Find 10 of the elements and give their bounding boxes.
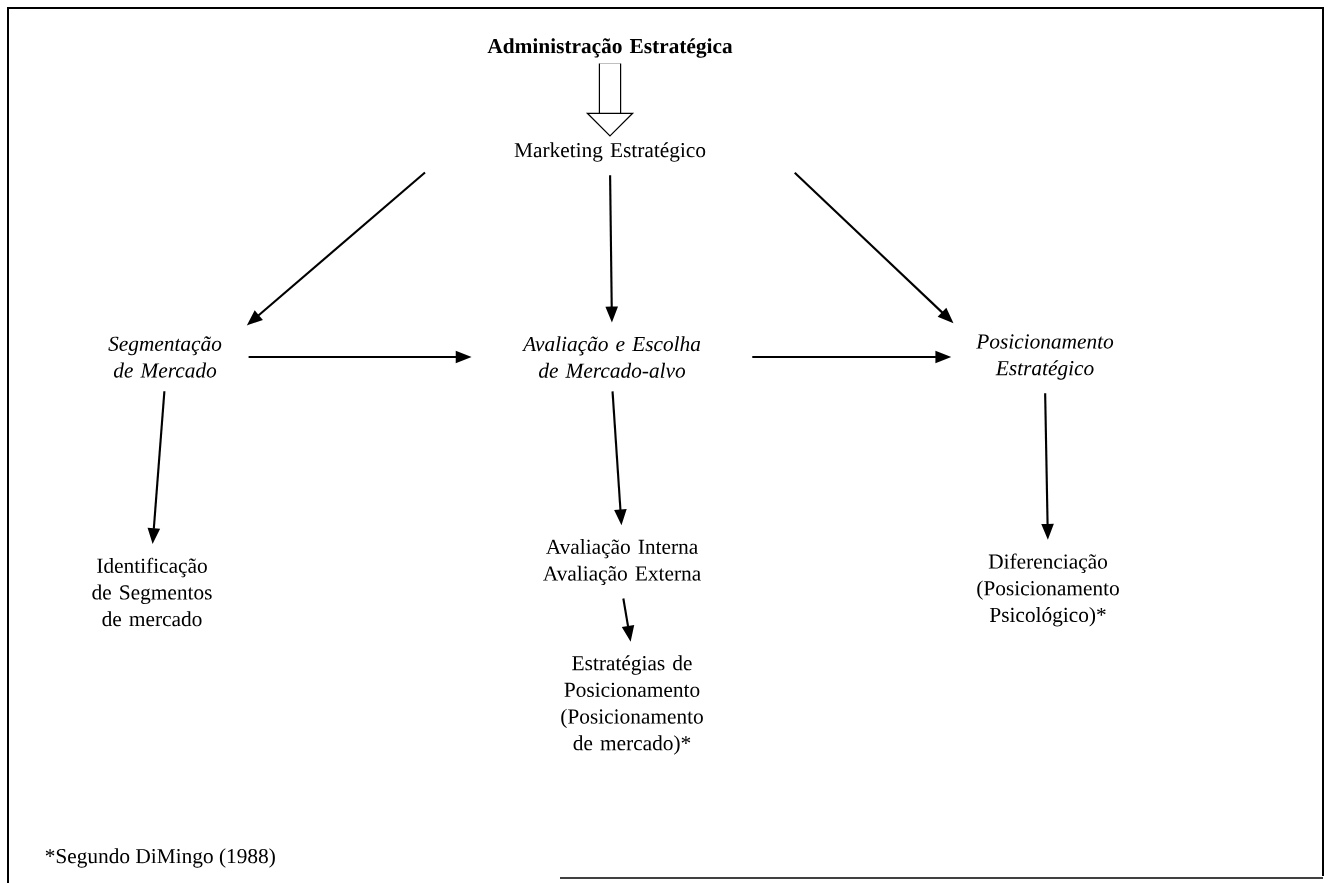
node-text: Diferenciação (Posicionamento Psicológico)*	[977, 553, 1119, 627]
node-text: Segmentação de Mercado	[108, 336, 222, 378]
footnote: *Segundo DiMingo (1988)	[45, 848, 275, 868]
node-text: Administração Estratégica	[487, 38, 733, 58]
node-text: Marketing Estratégico	[514, 142, 706, 162]
node-text: Posicionamento Estratégico	[976, 334, 1114, 380]
node-text: Avaliação e Escolha de Mercado-alvo	[521, 336, 701, 378]
node-text: Estratégias de Posicionamento (Posicionamento de mercado)*	[561, 655, 703, 755]
node-text: Avaliação Interna Avaliação Externa	[543, 539, 701, 585]
node-text: Identificação de Segmentos de mercado	[92, 557, 212, 627]
